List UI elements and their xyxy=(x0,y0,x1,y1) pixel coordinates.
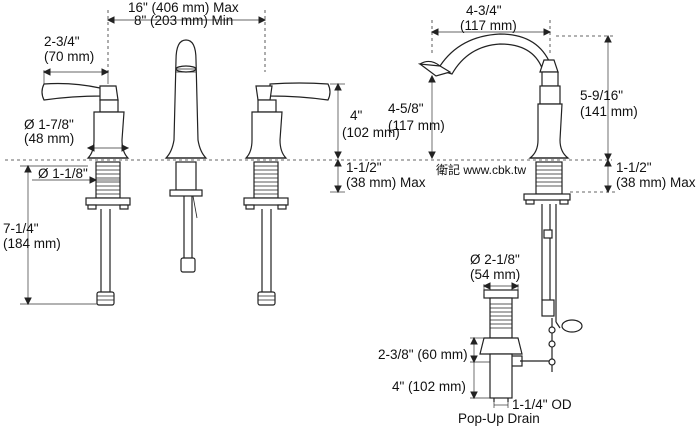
drain-title: Pop-Up Drain xyxy=(458,411,540,426)
spout-under-in-label: 4-5/8" xyxy=(388,101,424,116)
handle-height-mm-label: (102 mm) xyxy=(342,125,400,140)
spout-height-mm-label: (141 mm) xyxy=(580,104,638,119)
total-len-in-label: 7-1/4" xyxy=(3,221,39,236)
handle-width-in-label: 2-3/4" xyxy=(44,34,80,49)
handle-height-in-label: 4" xyxy=(350,108,363,123)
deck-max-right-dimension: 1-1/2" (38 mm) Max xyxy=(570,158,696,194)
total-len-mm-label: (184 mm) xyxy=(3,236,61,251)
spout-reach-in-label: 4-3/4" xyxy=(466,3,502,18)
drain-h2-label: 4" (102 mm) xyxy=(392,379,466,394)
drain-od-label: 1-1/4" OD xyxy=(512,397,572,412)
spout-height-in-label: 5-9/16" xyxy=(580,88,623,103)
drain-diameter-dimension: Ø 2-1/8" (54 mm) xyxy=(470,252,520,294)
base-dia-mm-label: (48 mm) xyxy=(24,131,74,146)
spout-height-dimension: 5-9/16" (141 mm) xyxy=(556,34,638,162)
base-diameter-dimension: Ø 1-7/8" (48 mm) xyxy=(24,117,130,152)
handle-width-mm-label: (70 mm) xyxy=(44,49,94,64)
deck-max2-in-label: 1-1/2" xyxy=(616,160,652,175)
spout-side-view xyxy=(417,33,571,329)
shank-diameter-dimension: Ø 1-1/8" xyxy=(32,166,120,184)
top-span-max-label: 16" (406 mm) Max xyxy=(128,0,239,15)
watermark-text: 衛記 www.cbk.tw xyxy=(436,162,526,177)
handle-height-dimension: 4" (102 mm) xyxy=(330,82,400,160)
drain-height-dimensions: 2-3/8" (60 mm) 4" (102 mm) xyxy=(378,336,490,400)
drain-dia-mm-label: (54 mm) xyxy=(470,267,520,282)
spout-under-mm-label: (117 mm) xyxy=(388,118,445,133)
handle-width-dimension: 2-3/4" (70 mm) xyxy=(42,34,110,84)
spout-reach-dimension: 4-3/4" (117 mm) xyxy=(430,3,552,56)
top-span-min-label: 8" (203 mm) Min xyxy=(134,13,233,28)
center-spout-front xyxy=(164,39,208,273)
right-handle-valve xyxy=(243,82,331,306)
deck-max-in-label: 1-1/2" xyxy=(346,160,382,175)
drain-dia-in-label: Ø 2-1/8" xyxy=(470,252,520,267)
deck-max2-mm-label: (38 mm) Max xyxy=(616,175,696,190)
pop-up-drain xyxy=(479,289,583,402)
total-length-dimension: 7-1/4" (184 mm) xyxy=(3,164,97,306)
deck-max-mm-label: (38 mm) Max xyxy=(346,175,426,190)
spout-reach-mm-label: (117 mm) xyxy=(460,18,517,33)
drain-od-dimension: 1-1/4" OD xyxy=(493,397,572,412)
drain-h1-label: 2-3/8" (60 mm) xyxy=(378,347,468,362)
left-handle-valve xyxy=(41,82,131,306)
top-span-dimension: 16" (406 mm) Max 8" (203 mm) Min xyxy=(106,0,267,72)
deck-max-dimension: 1-1/2" (38 mm) Max xyxy=(330,158,426,194)
base-dia-in-label: Ø 1-7/8" xyxy=(24,117,74,132)
spout-under-dimension: 4-5/8" (117 mm) xyxy=(388,74,445,160)
shank-dia-label: Ø 1-1/8" xyxy=(38,166,88,181)
